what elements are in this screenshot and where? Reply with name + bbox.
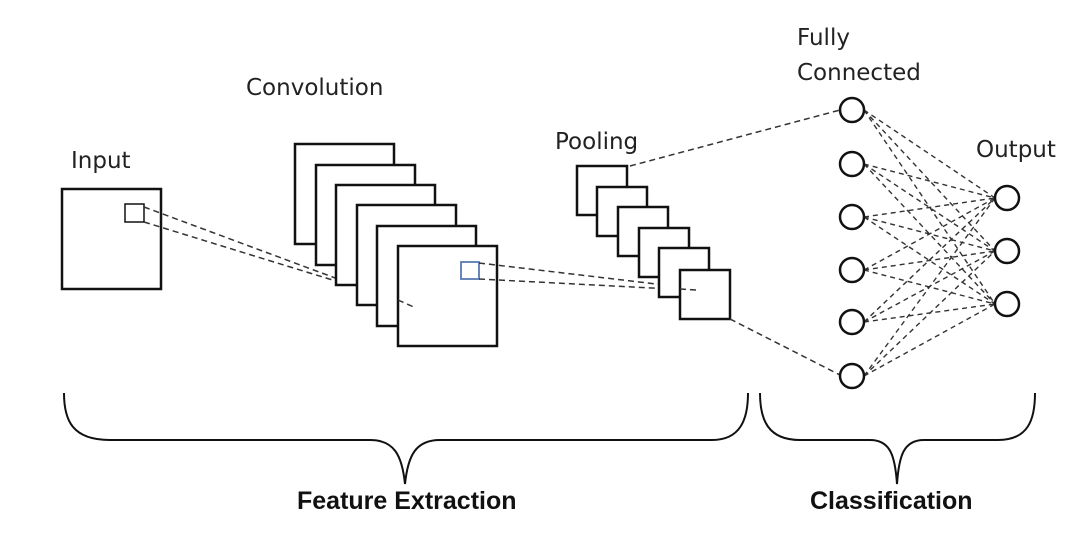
fc-node	[838, 96, 866, 124]
feature-extraction-label: Feature Extraction	[297, 487, 517, 515]
fully-connected-label-line1: Fully	[797, 25, 850, 51]
fc-node	[838, 308, 866, 336]
input-receptive-field	[124, 203, 145, 223]
fc-node	[838, 256, 866, 284]
feature-extraction-brace	[63, 392, 749, 485]
convolution-inner-lines	[397, 299, 417, 309]
classification-brace	[759, 392, 1036, 485]
input-image	[60, 187, 163, 291]
pooling-to-fc-lines	[629, 109, 841, 376]
convolution-feature-maps	[293, 142, 499, 348]
fully-connected-label-line2: Connected	[797, 60, 921, 86]
classification-label: Classification	[810, 487, 973, 515]
convolution-to-pooling-lines	[478, 262, 691, 291]
fc-node	[838, 150, 866, 178]
pooling-map	[678, 268, 732, 321]
output-node	[993, 184, 1021, 212]
fc-node	[838, 203, 866, 231]
convolution-receptive-field	[460, 261, 480, 280]
pooling-feature-maps	[575, 164, 732, 321]
fully-connected-layer	[838, 96, 866, 390]
output-label: Output	[976, 137, 1056, 163]
pooling-inner-line	[679, 288, 698, 291]
convolution-map	[396, 244, 499, 348]
input-label: Input	[71, 148, 131, 174]
output-layer	[993, 184, 1021, 318]
convolution-label: Convolution	[246, 75, 384, 101]
pooling-label: Pooling	[555, 129, 639, 155]
fc-to-output-connections	[863, 109, 996, 377]
output-node	[993, 290, 1021, 318]
fc-node	[838, 362, 866, 390]
output-node	[993, 237, 1021, 265]
